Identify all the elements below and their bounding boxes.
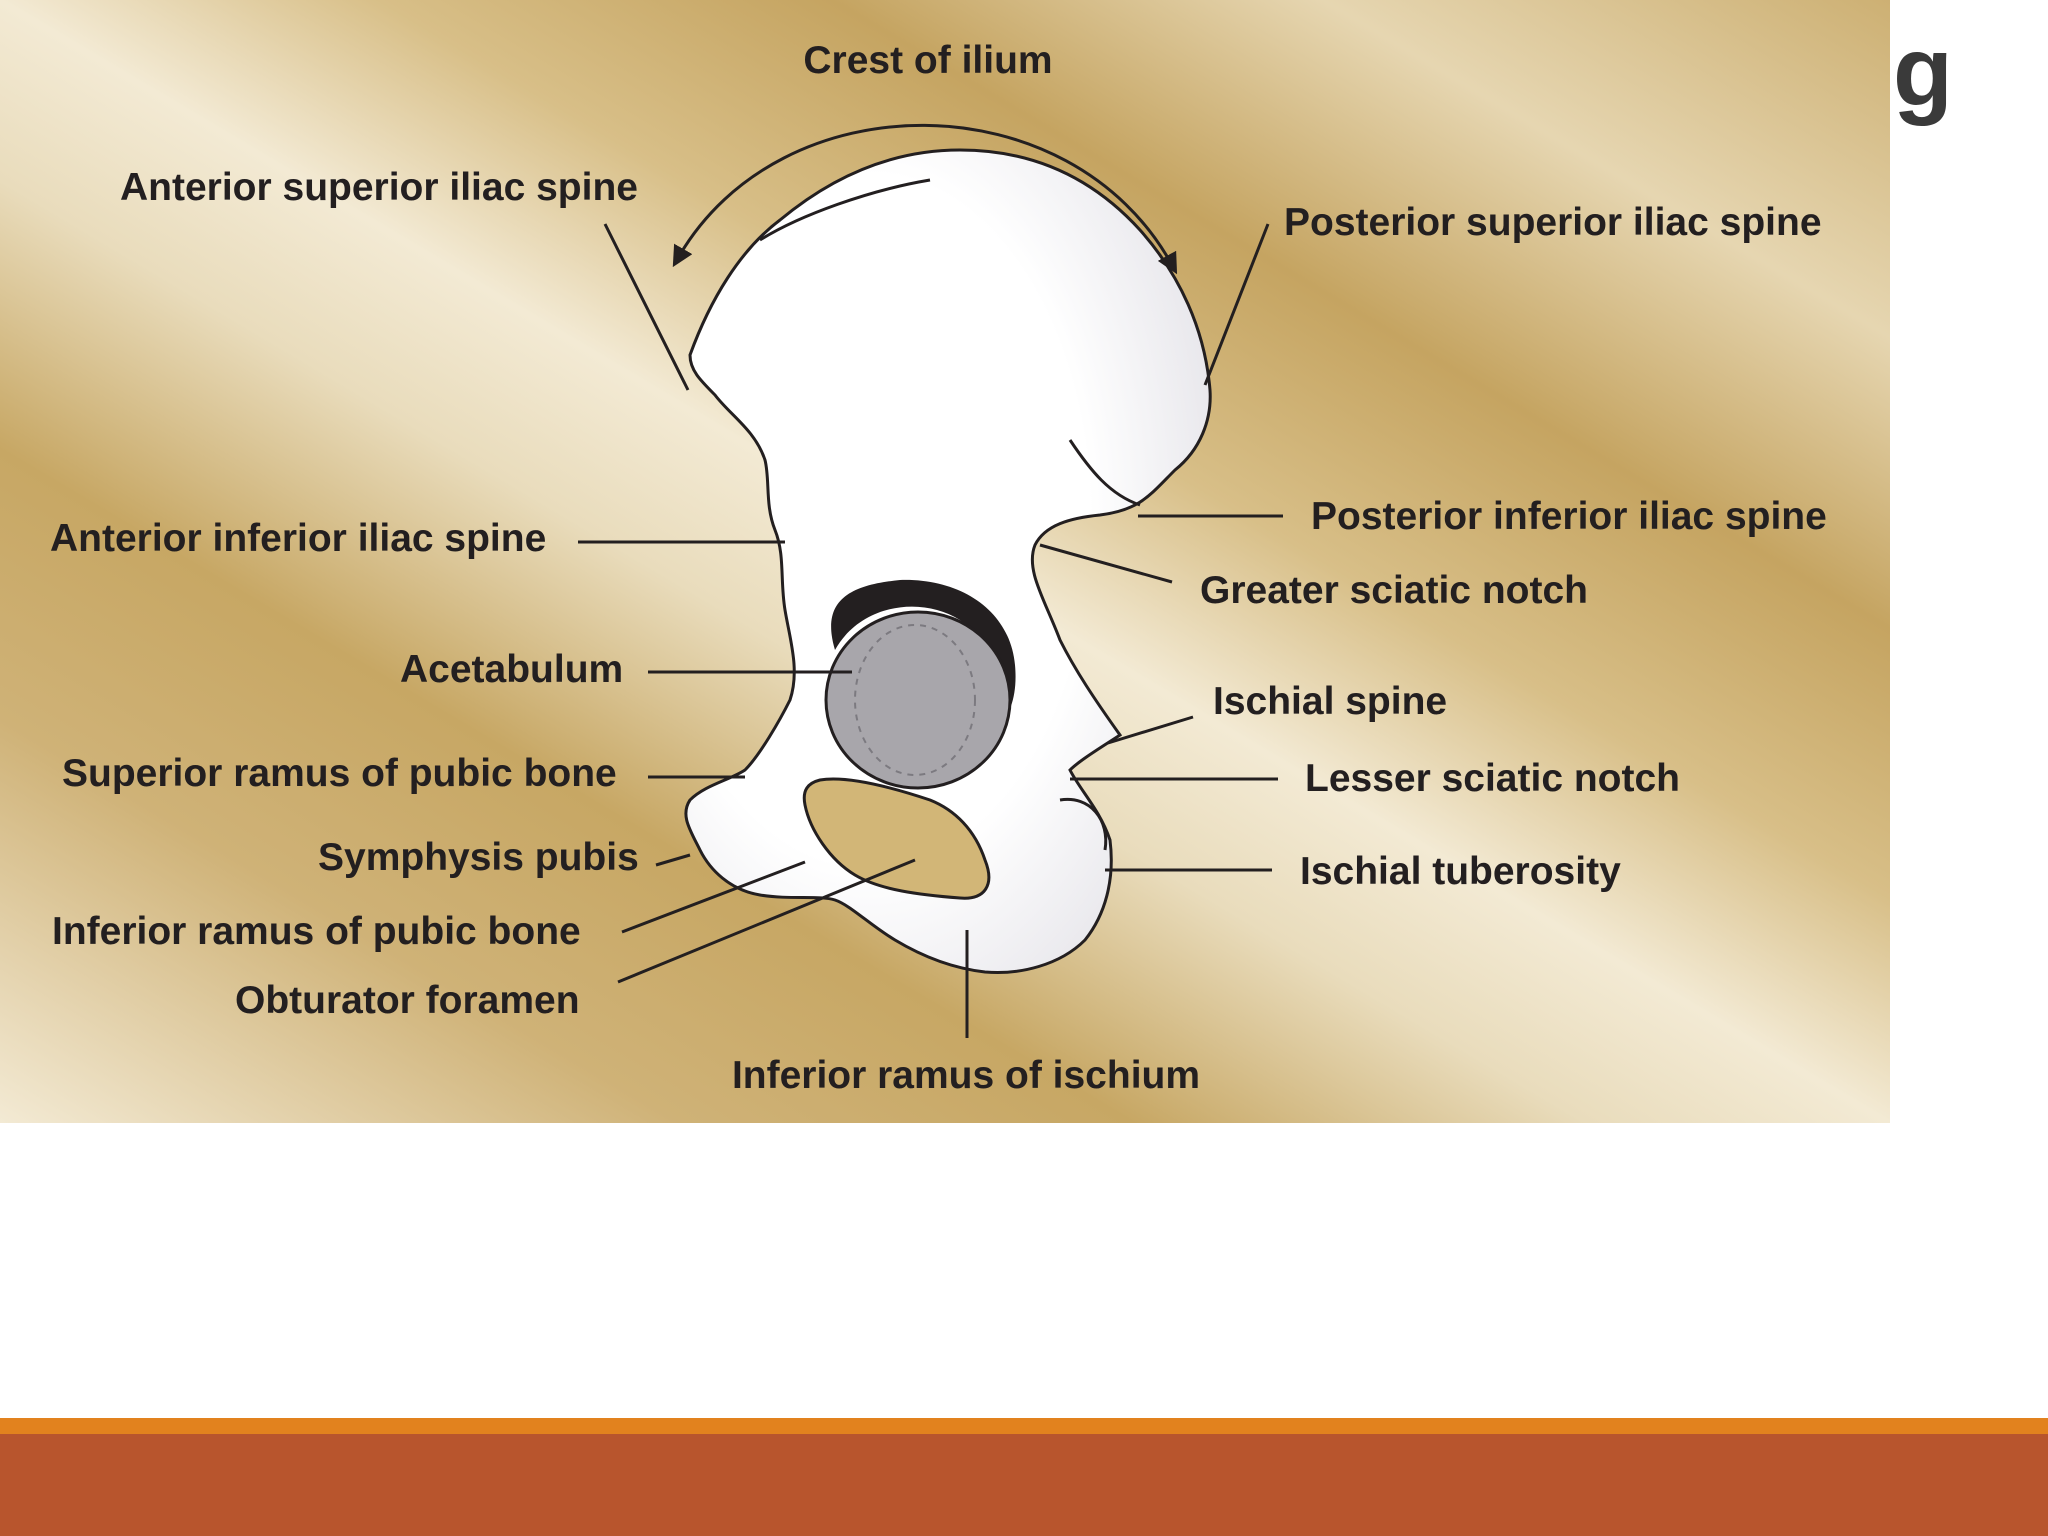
label-acetabulum: Acetabulum xyxy=(400,648,623,691)
label-inferior-ramus-of-pubic-bone: Inferior ramus of pubic bone xyxy=(52,910,581,953)
label-ischial-spine: Ischial spine xyxy=(1213,680,1447,723)
label-ischial-tuberosity: Ischial tuberosity xyxy=(1300,850,1621,893)
label-lesser-sciatic-notch: Lesser sciatic notch xyxy=(1305,757,1680,800)
hip-bone-illustration xyxy=(684,148,1212,974)
label-anterior-inferior-iliac-spine: Anterior inferior iliac spine xyxy=(50,517,546,560)
slide-title-fragment: g xyxy=(1893,16,1953,126)
label-greater-sciatic-notch: Greater sciatic notch xyxy=(1200,569,1588,612)
label-crest-of-ilium: Crest of ilium xyxy=(803,39,1052,82)
label-inferior-ramus-of-ischium: Inferior ramus of ischium xyxy=(732,1054,1200,1097)
obturator-foramen xyxy=(802,777,991,900)
label-superior-ramus-of-pubic-bone: Superior ramus of pubic bone xyxy=(62,752,617,795)
footer-accent-stripe xyxy=(0,1418,2048,1434)
label-obturator-foramen: Obturator foramen xyxy=(235,979,580,1022)
label-posterior-inferior-iliac-spine: Posterior inferior iliac spine xyxy=(1311,495,1827,538)
label-anterior-superior-iliac-spine: Anterior superior iliac spine xyxy=(120,166,638,209)
label-symphysis-pubis: Symphysis pubis xyxy=(318,836,639,879)
crest-of-ilium-arrow xyxy=(672,123,1178,275)
leader-lines xyxy=(578,223,1283,1038)
hip-bone-diagram: Crest of ilium Anterior superior iliac s… xyxy=(0,0,1890,1123)
label-posterior-superior-iliac-spine: Posterior superior iliac spine xyxy=(1284,201,1822,244)
acetabulum-socket xyxy=(824,610,1012,790)
footer-bar xyxy=(0,1434,2048,1536)
